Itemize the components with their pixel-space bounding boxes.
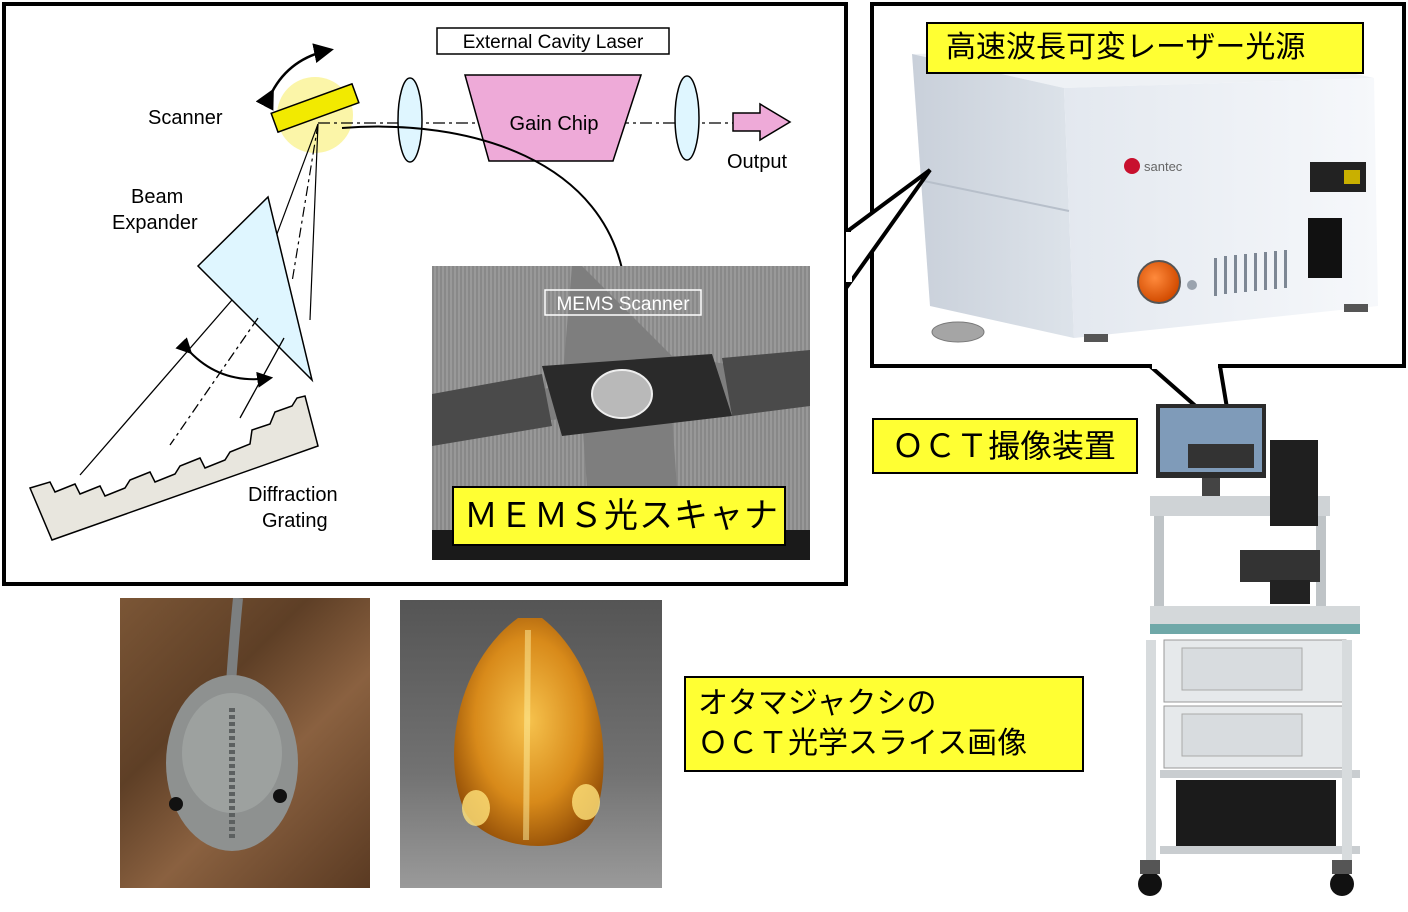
laser-title: External Cavity Laser [463,32,644,53]
callout-tail-schematic [847,168,932,291]
lens-left [397,77,423,163]
tadpole-caption: オタマジャクシの ＯＣＴ光学スライス画像 [684,676,1084,772]
beam-expander-label-2: Expander [112,212,198,234]
mems-label-box [544,289,702,316]
grating-label-1: Diffraction [248,484,338,506]
grating-beam [79,299,233,476]
grating-angle-arrow [175,337,274,388]
gain-chip-label: Gain Chip [510,113,599,135]
beam-ray [309,123,319,321]
scanner-label: Scanner [148,107,223,129]
laser-source-caption: 高速波長可変レーザー光源 [926,22,1364,74]
mems-caption: ＭＥＭＳ光スキャナ [452,486,786,546]
laser-title-box [436,27,670,55]
output-label: Output [727,151,787,173]
laser-source-device: santec [912,48,1378,343]
gain-chip [464,74,643,162]
output-arrow [732,102,792,142]
tadpole-photo [120,598,370,888]
tadpole-caption-line-2: ＯＣＴ光学スライス画像 [698,726,1028,761]
diffraction-grating [28,395,319,541]
scanner-to-mems-arrow [341,125,632,289]
brand-logo: santec [1144,159,1183,174]
oct-device-caption: ＯＣＴ撮像装置 [872,418,1138,474]
beam-expander-label-1: Beam [131,186,183,208]
mems-label: MEMS Scanner [556,294,690,315]
scanner-rotation-arrow [255,43,334,111]
grating-label-2: Grating [262,510,328,532]
tadpole-oct-slice-image [400,600,662,888]
laser-schematic: External Cavity Laser Scanner Gain Chip … [28,27,792,541]
tadpole-caption-line-1: オタマジャクシの [698,686,937,721]
lens-right [674,75,700,161]
beam-ray [291,123,319,283]
oct-imaging-system [1138,404,1360,896]
